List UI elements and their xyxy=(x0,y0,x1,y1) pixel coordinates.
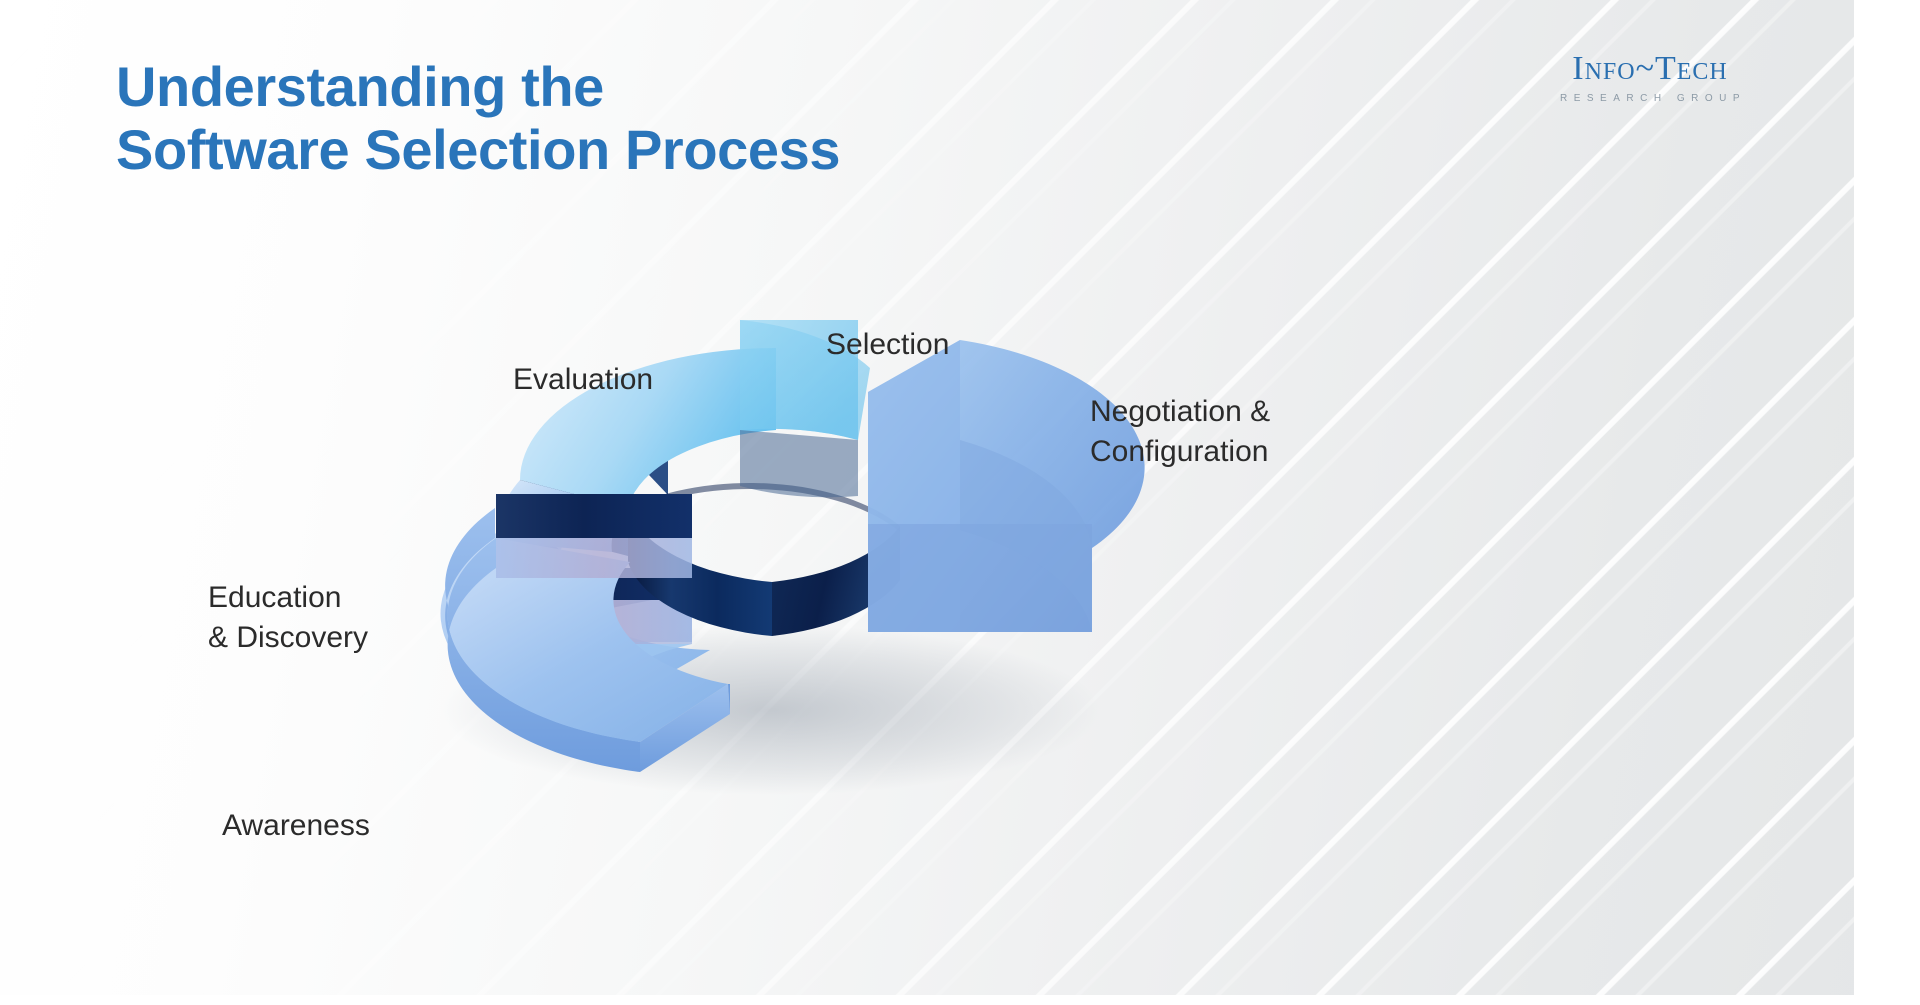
stage-label-negotiation-configuration: Negotiation & Configuration xyxy=(1090,395,1271,468)
segment-awareness-lavender-stripe xyxy=(496,538,692,578)
brand-logo: Info~Tech RESEARCH GROUP xyxy=(1520,50,1780,105)
hub-wall-left xyxy=(628,508,772,636)
stage-label-awareness: Awareness xyxy=(222,809,370,842)
logo-tagline: RESEARCH GROUP xyxy=(1559,93,1746,104)
background-right-margin xyxy=(1854,0,1920,1005)
segment-awareness-front-side xyxy=(447,538,640,772)
stage-label-evaluation: Evaluation xyxy=(513,363,654,396)
segment-awareness-navy-stripe xyxy=(496,494,692,538)
page-title: Understanding the Software Selection Pro… xyxy=(116,55,841,181)
segment-selection[interactable] xyxy=(740,320,870,498)
segment-awareness-front-corner xyxy=(728,684,730,714)
background-bottom-margin xyxy=(0,995,1920,1005)
segment-awareness-front-top xyxy=(447,538,728,742)
stage-label-education-discovery: Education & Discovery xyxy=(208,581,369,654)
segment-selection-lower-panel xyxy=(740,430,858,498)
segment-negotiation-outer-wall xyxy=(960,440,1092,632)
software-selection-process-diagram xyxy=(400,280,1150,800)
segment-negotiation-configuration[interactable] xyxy=(868,340,1145,632)
segment-awareness-front[interactable] xyxy=(447,494,730,772)
segment-selection-top xyxy=(740,320,870,440)
segment-awareness-front-bevel xyxy=(640,684,730,772)
stage-label-selection: Selection xyxy=(826,328,950,361)
logo-wordmark: Info~Tech xyxy=(1572,50,1728,87)
segment-evaluation-top xyxy=(520,348,776,508)
